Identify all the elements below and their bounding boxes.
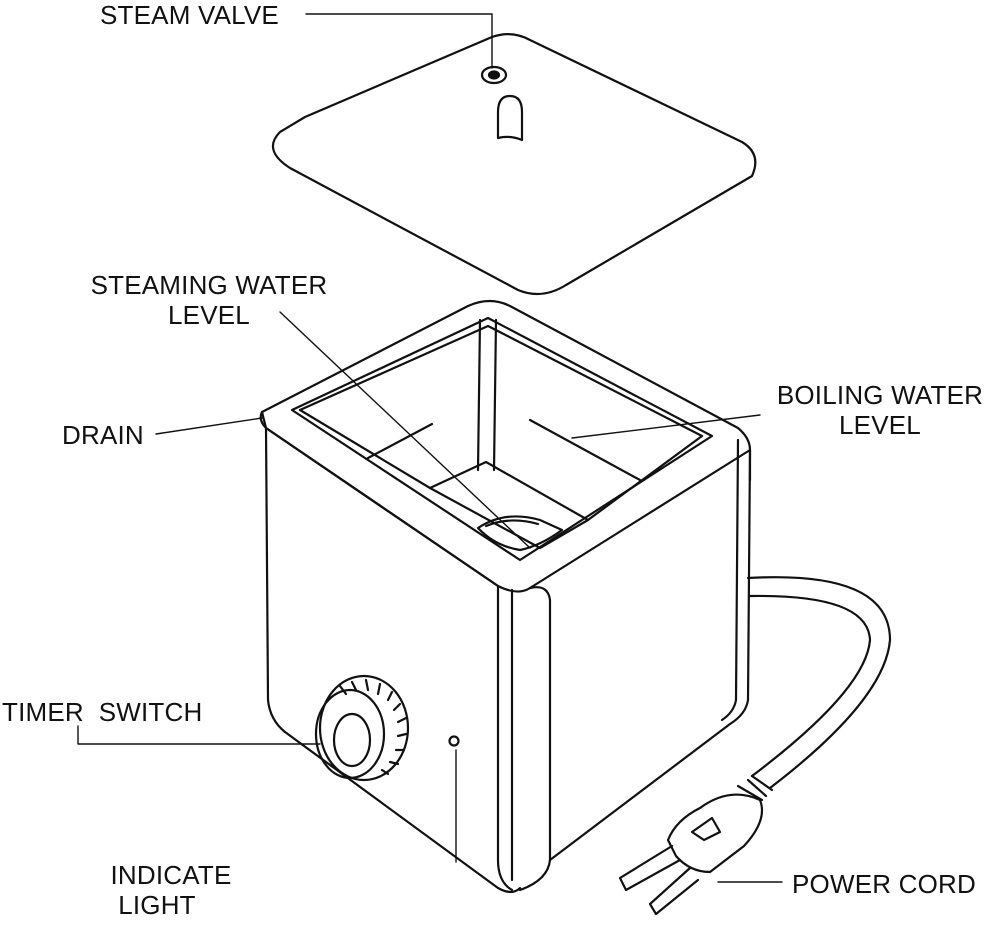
power-cord: [618, 576, 892, 916]
label-boiling-water-level-line2: LEVEL: [839, 410, 921, 440]
plug-icon: [666, 793, 764, 874]
label-steaming-water-level: STEAMING WATER LEVEL: [74, 270, 344, 330]
drain-icon: [476, 515, 564, 552]
label-steam-valve: STEAM VALVE: [100, 0, 279, 30]
indicator-light-icon: [448, 735, 460, 747]
steamer-body: [259, 299, 752, 894]
label-indicate-light: INDICATE LIGHT: [96, 860, 246, 920]
label-steaming-water-level-line1: STEAMING WATER: [90, 270, 328, 300]
label-boiling-water-level: BOILING WATER LEVEL: [762, 380, 998, 440]
label-drain: DRAIN: [62, 420, 144, 450]
label-power-cord: POWER CORD: [792, 869, 976, 899]
leader-lines: [77, 13, 783, 883]
lid-handle-icon: [496, 94, 524, 142]
label-indicate-light-line2: LIGHT: [118, 890, 196, 920]
steam-valve-icon: [480, 65, 508, 85]
lid: [271, 33, 757, 296]
label-boiling-water-level-line1: BOILING WATER: [776, 380, 984, 410]
label-steaming-water-level-line2: LEVEL: [168, 300, 250, 330]
timer-switch-knob-icon: [314, 674, 410, 782]
label-timer-switch: TIMER SWITCH: [2, 697, 203, 727]
label-indicate-light-line1: INDICATE: [110, 860, 232, 890]
